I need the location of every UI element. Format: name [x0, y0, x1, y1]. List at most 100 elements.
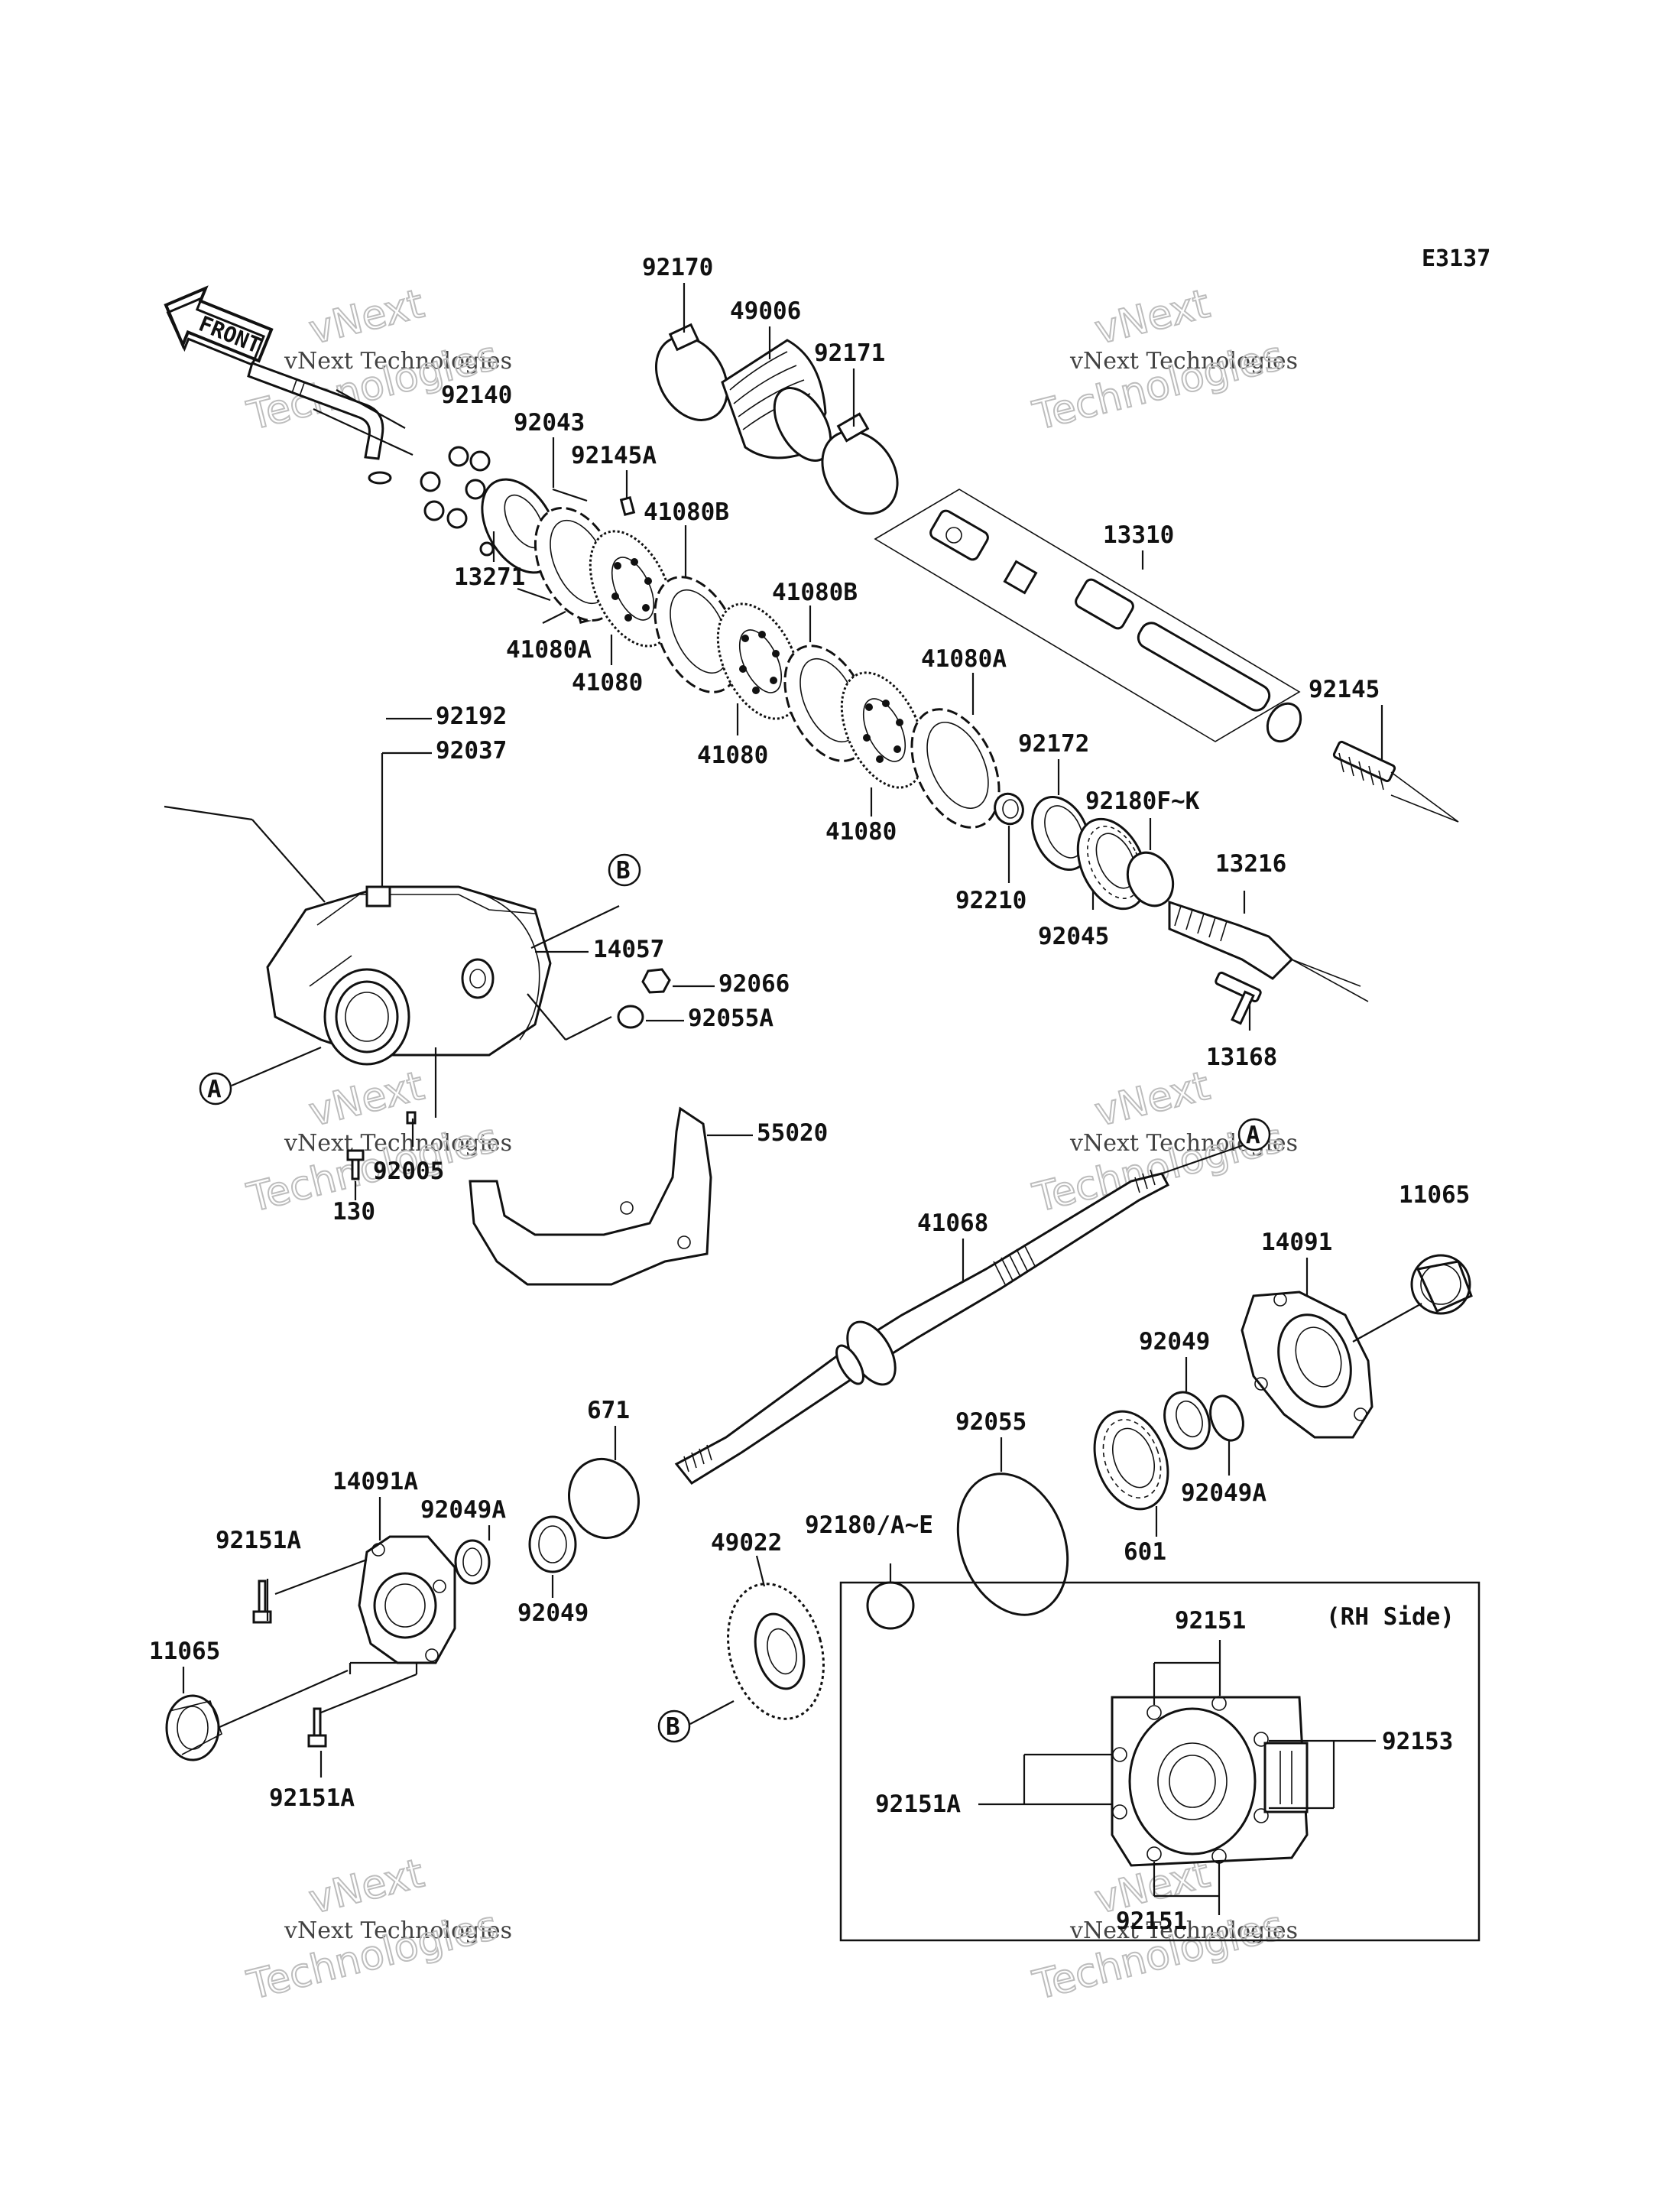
svg-text:vNext Technologies: vNext Technologies	[284, 1917, 512, 1944]
svg-text:vNext Technologies: vNext Technologies	[284, 1130, 512, 1157]
svg-text:B: B	[616, 857, 631, 885]
bolt-92066	[641, 968, 671, 994]
watermark-top-right: vNext Technologies Technologies vNext	[1028, 281, 1298, 440]
label-671: 671	[587, 1397, 630, 1424]
label-92210: 92210	[955, 887, 1026, 914]
label-92049A-2: 92049A	[1181, 1479, 1266, 1507]
plate-41080A-lower	[910, 708, 1001, 829]
label-92153: 92153	[1382, 1728, 1453, 1755]
label-41080-3: 41080	[825, 818, 897, 846]
disc-41080-upper	[589, 530, 674, 648]
oring-671	[567, 1457, 641, 1540]
label-41080A-2: 41080A	[921, 645, 1007, 673]
svg-text:vNext: vNext	[1091, 1063, 1215, 1136]
seal-92172	[1031, 795, 1091, 872]
svg-text:vNext: vNext	[305, 1063, 429, 1136]
bolt-92005	[406, 1111, 417, 1125]
bracket-55020	[469, 1106, 712, 1286]
spring-92145	[1332, 740, 1459, 823]
label-49022: 49022	[711, 1529, 782, 1557]
seal-92210	[994, 792, 1024, 826]
label-11065-1: 11065	[1399, 1181, 1470, 1209]
label-92151A-2: 92151A	[269, 1784, 355, 1812]
callout-a-right: A	[1237, 1118, 1271, 1151]
pinion-gear-13216	[1168, 900, 1369, 1002]
label-14091A: 14091A	[332, 1468, 418, 1495]
label-92151-2: 92151	[1116, 1907, 1187, 1935]
label-92170: 92170	[642, 254, 713, 281]
washer-92037	[368, 471, 392, 485]
label-92140: 92140	[441, 381, 512, 409]
clamp-92170	[654, 323, 729, 421]
leader-lines	[164, 283, 1422, 1915]
svg-text:vNext Technologies: vNext Technologies	[284, 348, 512, 375]
label-14091: 14091	[1261, 1229, 1332, 1256]
label-92145: 92145	[1309, 676, 1380, 703]
pins-92043	[517, 488, 588, 602]
label-92180FK: 92180F~K	[1085, 787, 1200, 815]
driveshaft-13310	[874, 489, 1302, 743]
label-41080-2: 41080	[697, 742, 768, 769]
ring-gear-49022	[727, 1583, 825, 1720]
svg-text:A: A	[1246, 1122, 1260, 1149]
oring-92180FK	[1126, 851, 1175, 907]
svg-text:A: A	[207, 1076, 222, 1103]
label-92151A-1: 92151A	[216, 1527, 301, 1554]
clamp-92171	[821, 412, 899, 515]
bearing-601	[1093, 1410, 1169, 1511]
label-92049-2: 92049	[517, 1599, 589, 1627]
cap-11065-lower	[165, 1694, 222, 1761]
label-11065-2: 11065	[149, 1638, 220, 1665]
label-92055: 92055	[955, 1408, 1026, 1436]
carrier-14091A	[358, 1535, 456, 1664]
label-41080A-1: 41080A	[506, 636, 592, 664]
label-92049-1: 92049	[1139, 1328, 1210, 1355]
svg-text:vNext: vNext	[305, 281, 429, 354]
carrier-14091	[1241, 1291, 1374, 1439]
label-92055A: 92055A	[688, 1005, 774, 1032]
callout-a-left: A	[199, 1072, 232, 1105]
shaft-41068	[674, 1169, 1170, 1485]
label-13271: 13271	[454, 563, 525, 591]
shim-92180AE	[866, 1581, 915, 1630]
rh-side-inset: (RH Side)	[839, 1581, 1481, 1942]
label-13216: 13216	[1215, 850, 1286, 878]
label-92037: 92037	[436, 737, 507, 765]
label-41080B-2: 41080B	[772, 579, 858, 606]
oring-92049A-right	[1209, 1394, 1244, 1442]
balls-92140	[420, 446, 491, 529]
label-49006: 49006	[730, 297, 801, 325]
label-92043: 92043	[514, 409, 585, 437]
rh-side-label: (RH Side)	[1326, 1603, 1455, 1631]
label-92049A-1: 92049A	[420, 1496, 506, 1524]
cap-11065-upper	[1410, 1254, 1473, 1315]
svg-text:B: B	[666, 1713, 680, 1741]
label-130: 130	[332, 1198, 375, 1226]
bolt-130	[346, 1149, 365, 1180]
label-92180AE: 92180/A~E	[805, 1511, 933, 1539]
label-13310: 13310	[1103, 521, 1174, 549]
label-92151A-3: 92151A	[875, 1791, 961, 1818]
svg-text:vNext Technologies: vNext Technologies	[1069, 348, 1298, 375]
oring-92049A-left	[454, 1539, 491, 1585]
seal-92049-right	[1163, 1391, 1211, 1450]
disc-41080-lower	[840, 671, 926, 789]
diagram-code: E3137	[1422, 245, 1490, 272]
label-13168: 13168	[1206, 1044, 1277, 1071]
callout-b-bottom: B	[657, 1709, 691, 1743]
part-labels: 92170 49006 92171 92140 92043 92145A 410…	[149, 254, 1470, 1935]
label-92145A: 92145A	[571, 442, 657, 469]
label-92005: 92005	[373, 1157, 444, 1185]
front-arrow-icon: FRONT	[164, 285, 274, 367]
label-92172: 92172	[1018, 730, 1089, 758]
callout-b-top: B	[608, 853, 641, 887]
pin-13168	[1215, 971, 1262, 1025]
label-92192: 92192	[436, 703, 507, 730]
seal-92049-left	[528, 1515, 577, 1573]
watermark-bottom-left: vNext Technologies Technologies vNext	[242, 1850, 512, 2010]
label-92066: 92066	[718, 970, 790, 998]
label-601: 601	[1124, 1538, 1166, 1566]
oring-92055	[956, 1472, 1069, 1616]
housing-14057	[266, 885, 552, 1066]
bolt-92151A-upper	[252, 1580, 272, 1624]
